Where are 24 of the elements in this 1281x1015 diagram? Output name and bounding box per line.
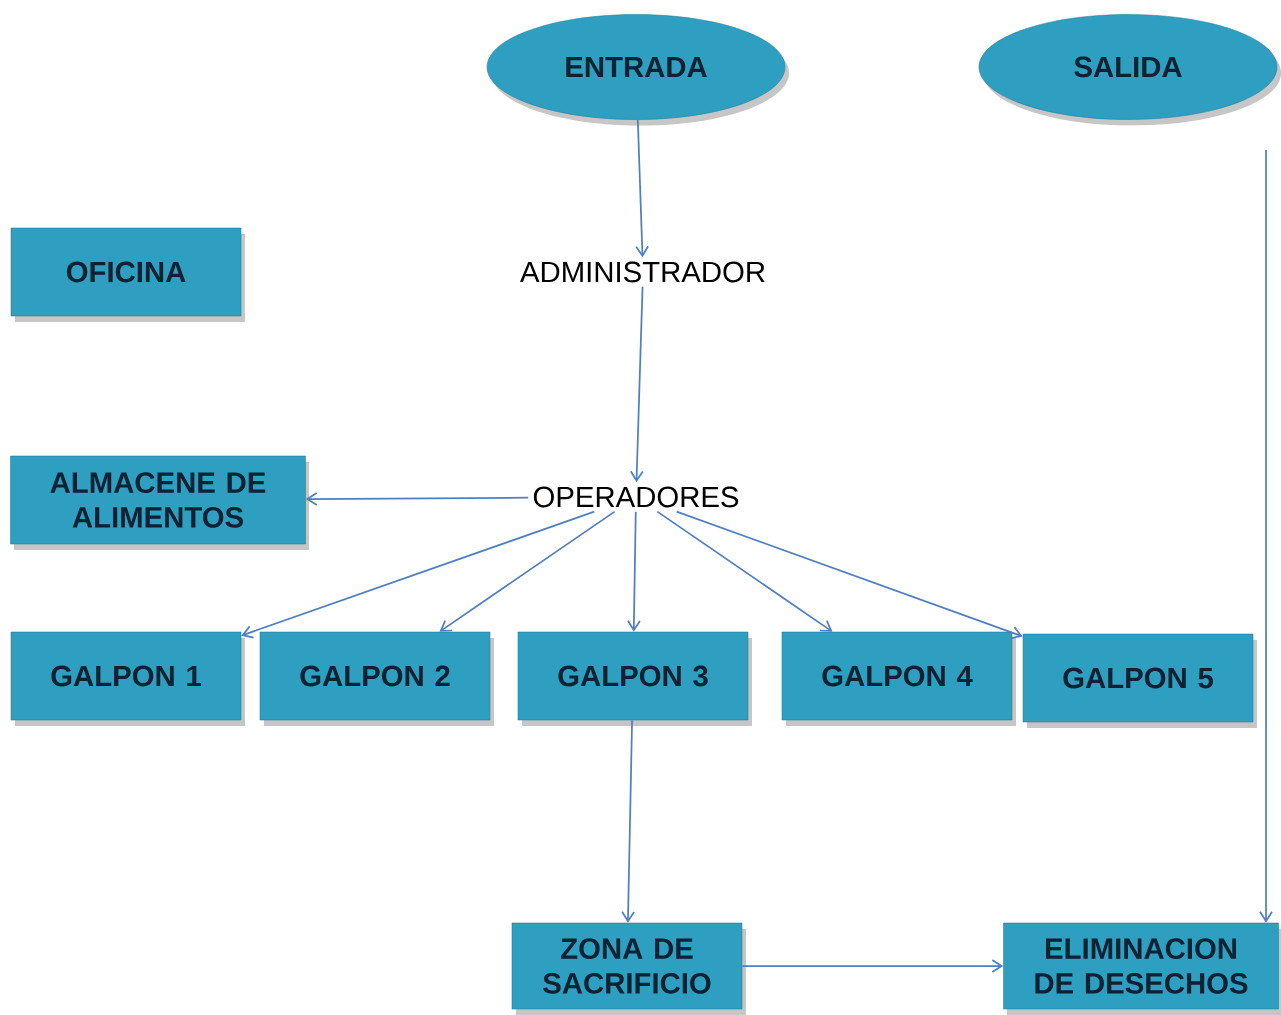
ellipse-node: SALIDA bbox=[978, 14, 1281, 126]
role-label: OPERADORES bbox=[533, 486, 739, 508]
process-box: ELIMINACION DE DESECHOS bbox=[1003, 922, 1281, 1015]
process-box: OFICINA bbox=[10, 227, 245, 322]
process-box: ALMACENE DE ALIMENTOS bbox=[10, 455, 309, 550]
arrow bbox=[656, 510, 833, 632]
arrow bbox=[621, 719, 635, 923]
arrow bbox=[241, 510, 596, 639]
role-label: ADMINISTRADOR bbox=[520, 261, 765, 283]
process-box: GALPON 4 bbox=[781, 631, 1016, 726]
process-box: ZONA DE SACRIFICIO bbox=[511, 922, 746, 1015]
process-box: GALPON 3 bbox=[517, 631, 752, 726]
arrow bbox=[675, 510, 1023, 640]
arrow bbox=[627, 510, 641, 632]
process-box: GALPON 5 bbox=[1022, 633, 1257, 728]
process-box: GALPON 1 bbox=[10, 631, 245, 726]
arrow bbox=[741, 959, 1004, 973]
arrow bbox=[305, 492, 530, 506]
arrow bbox=[439, 510, 616, 632]
arrow bbox=[635, 118, 649, 258]
ellipse-node: ENTRADA bbox=[486, 14, 789, 126]
arrow bbox=[1259, 149, 1273, 923]
process-box: GALPON 2 bbox=[259, 631, 494, 726]
arrow bbox=[629, 285, 644, 483]
